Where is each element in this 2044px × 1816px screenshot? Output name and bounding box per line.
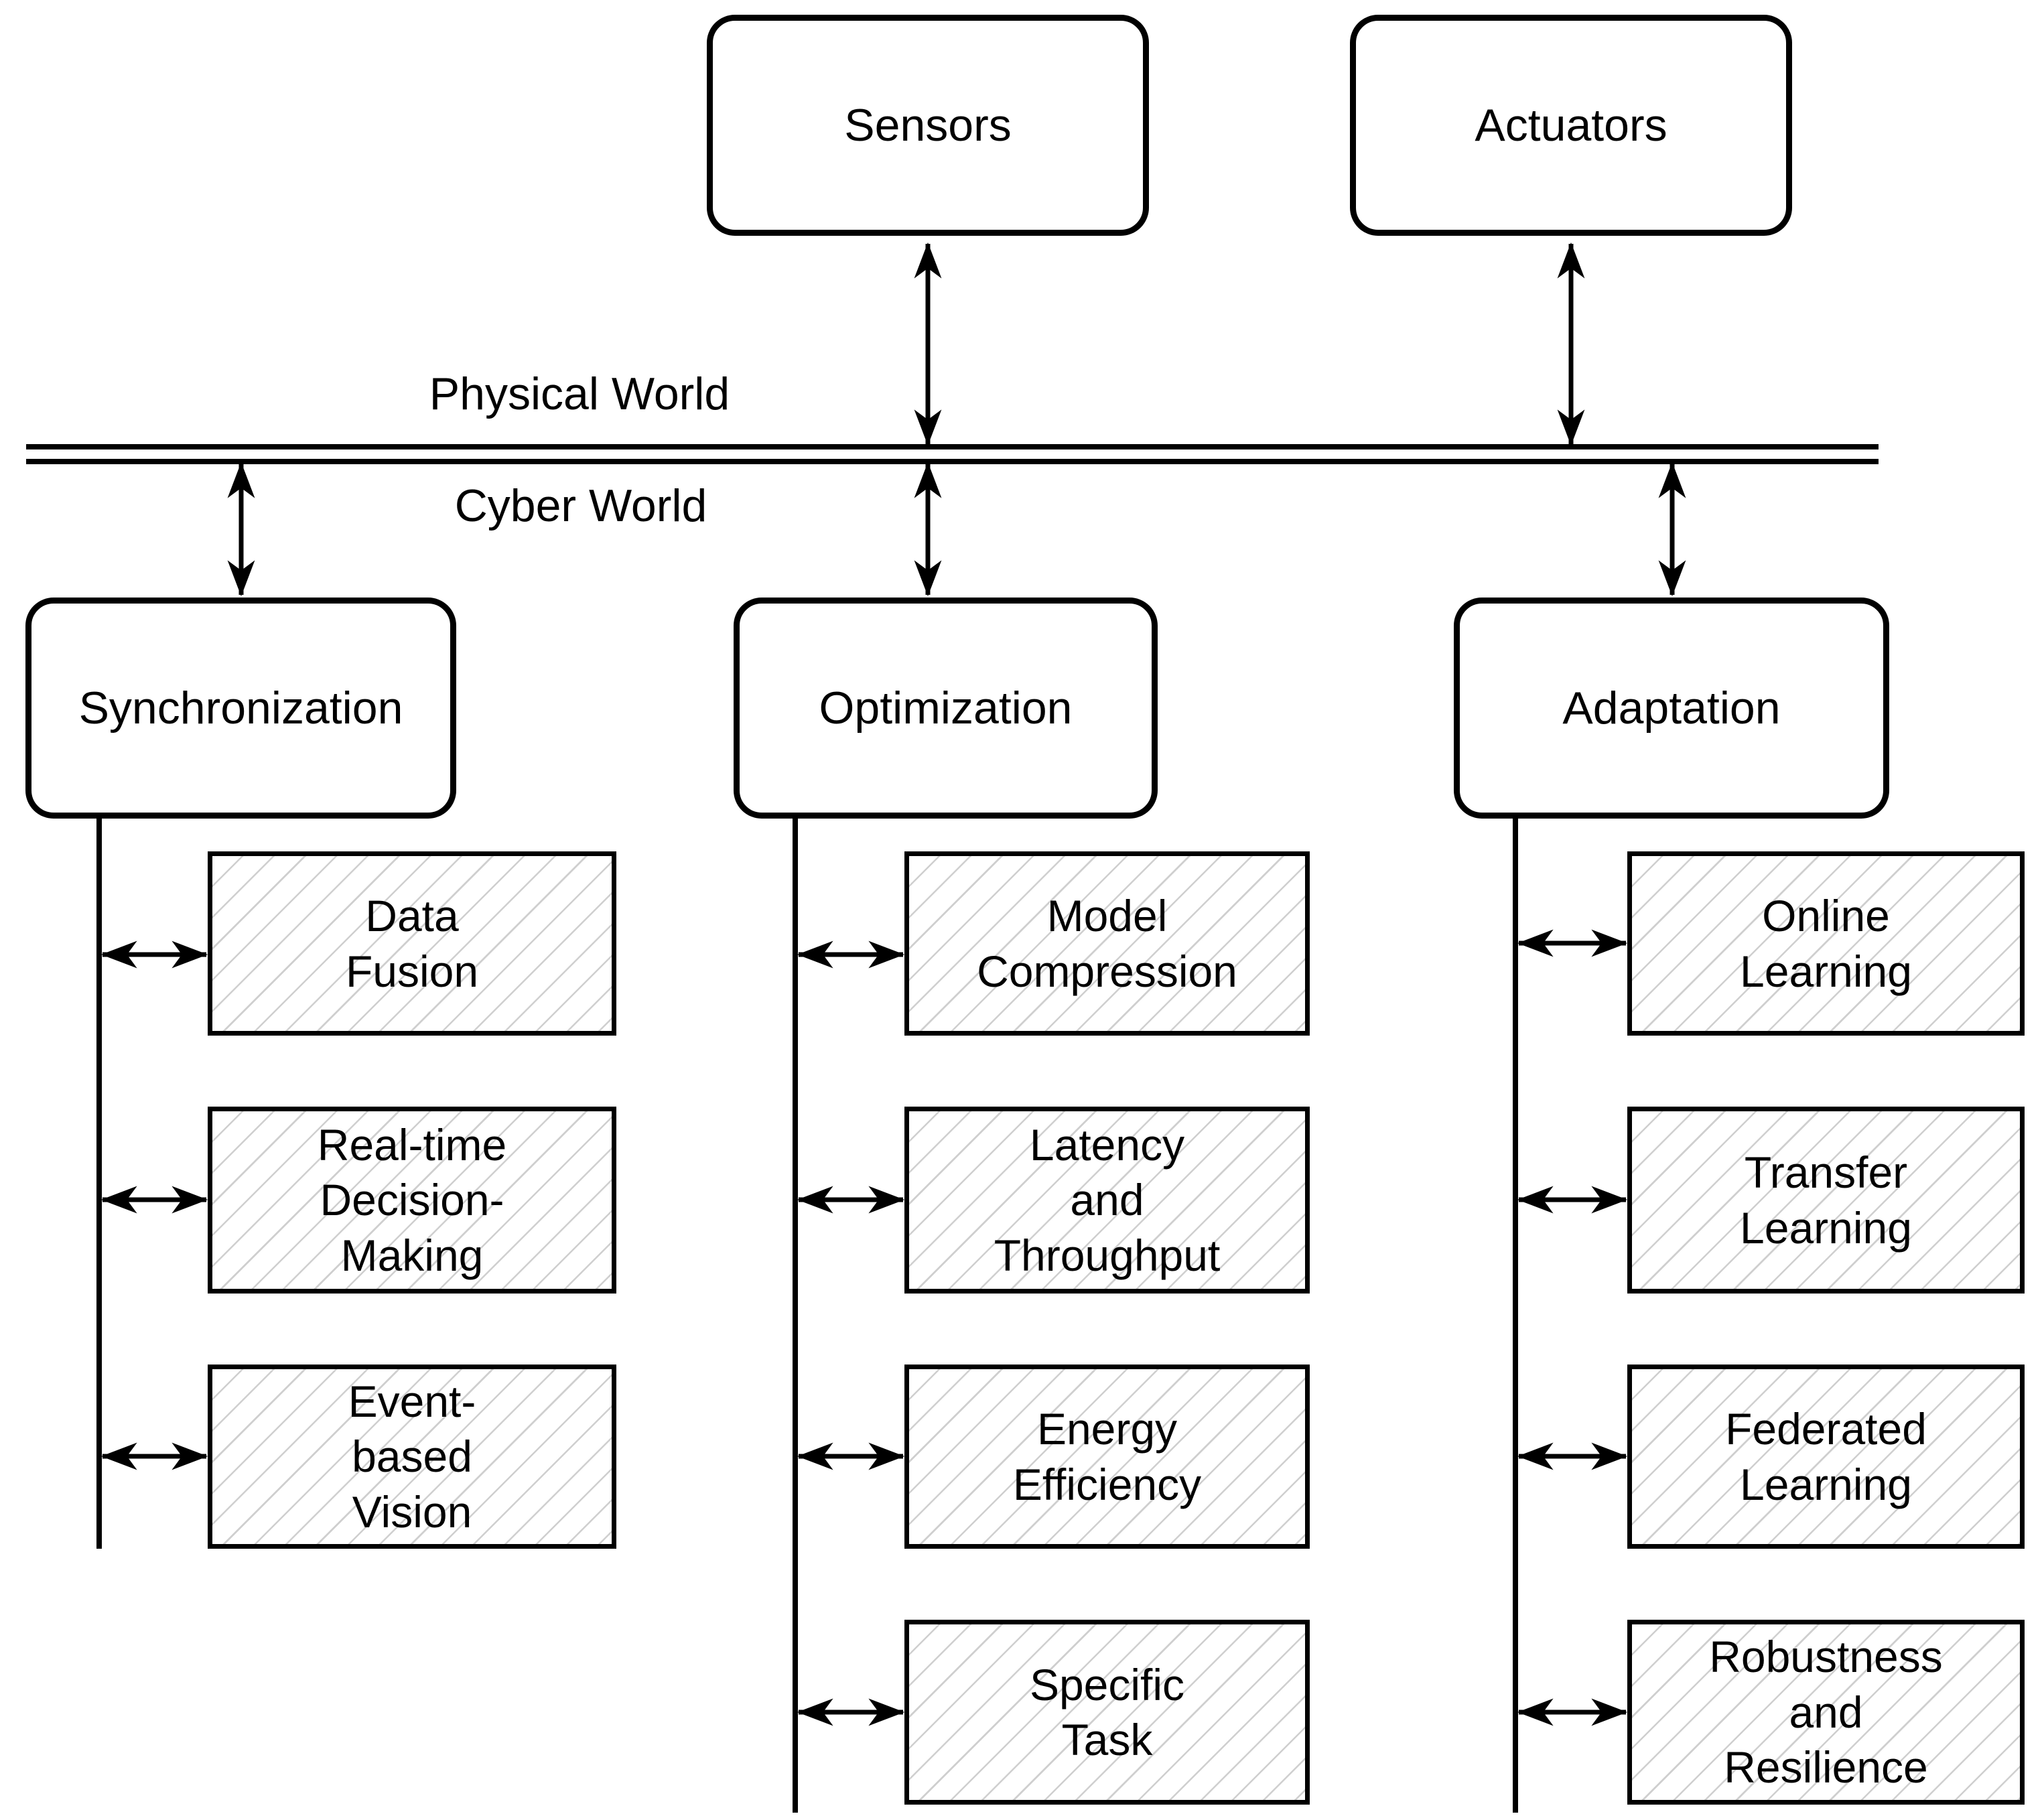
adaptation-node: Adaptation (1454, 598, 1889, 819)
sensors-node: Sensors (707, 15, 1149, 236)
event-based-vision-node: Event- based Vision (208, 1365, 616, 1549)
model-compression-node: Model Compression (904, 851, 1310, 1036)
online-learning-node: Online Learning (1627, 851, 2025, 1036)
optimization-node: Optimization (734, 598, 1158, 819)
robustness-resilience-node: Robustness and Resilience (1627, 1620, 2025, 1805)
cyber-world-label: Cyber World (454, 480, 707, 531)
data-fusion-node: Data Fusion (208, 851, 616, 1036)
realtime-decision-making-node: Real-time Decision- Making (208, 1107, 616, 1294)
synchronization-node: Synchronization (25, 598, 456, 819)
physical-world-label: Physical World (429, 368, 730, 419)
actuators-node: Actuators (1350, 15, 1792, 236)
specific-task-node: Specific Task (904, 1620, 1310, 1805)
energy-efficiency-node: Energy Efficiency (904, 1365, 1310, 1549)
transfer-learning-node: Transfer Learning (1627, 1107, 2025, 1294)
latency-throughput-node: Latency and Throughput (904, 1107, 1310, 1294)
federated-learning-node: Federated Learning (1627, 1365, 2025, 1549)
